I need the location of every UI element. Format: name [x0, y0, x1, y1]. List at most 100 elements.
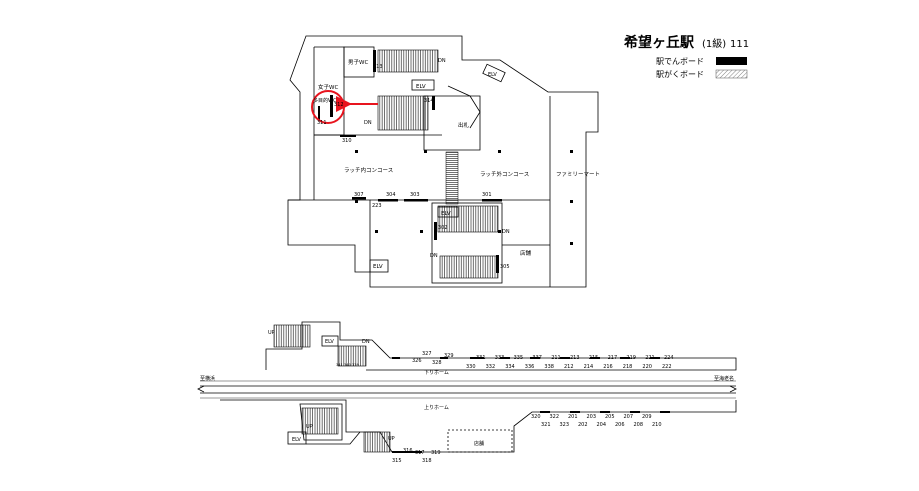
up-num-207: 207 [624, 414, 634, 420]
up-num-320: 320 [531, 414, 541, 420]
num-319: 319 [431, 450, 441, 456]
label-up-3: UP [388, 436, 395, 442]
num-304: 304 [386, 192, 396, 198]
label-dn-4: DN [430, 253, 438, 259]
up-num-205: 205 [605, 414, 615, 420]
station-grade: (1級) [702, 37, 726, 50]
down-num-331: 331 [476, 355, 486, 361]
up-num-201: 201 [568, 414, 578, 420]
upper-labels: 男子WC 女子WC 多目的WC ELV ELV ELV ELV 出札 ラッチ内コ… [313, 58, 600, 270]
num-341-339: 341 340 339 [336, 363, 360, 367]
down-num-221: 221 [645, 355, 655, 361]
num-305: 305 [500, 264, 510, 270]
label-to-yokohama: 至横浜 [200, 375, 215, 382]
label-dn-1: DN [438, 58, 446, 64]
label-shop: 店舗 [520, 249, 532, 257]
num-318: 318 [422, 458, 432, 464]
label-outer-concourse: ラッチ外コンコース [480, 170, 529, 178]
label-mens-wc: 男子WC [348, 59, 368, 66]
platform-section [197, 321, 737, 453]
down-num-219: 219 [626, 355, 636, 361]
num-223: 223 [372, 203, 382, 209]
num-302: 302 [438, 225, 448, 231]
num-329: 329 [444, 353, 454, 359]
label-dn-p: DN [362, 339, 370, 345]
label-dn-3: DN [502, 229, 510, 235]
down-num-214: 214 [584, 364, 594, 370]
num-303: 303 [410, 192, 420, 198]
down-num-336: 336 [525, 364, 535, 370]
up-num-208: 208 [634, 422, 644, 428]
num-316: 316 [403, 448, 413, 454]
up-num-209: 209 [642, 414, 652, 420]
num-311: 311 [317, 120, 327, 126]
label-up-platform: 上りホーム [424, 404, 449, 411]
down-num-338: 338 [544, 364, 554, 370]
legend-den-label: 駅でんボード [656, 57, 704, 66]
up-num-204: 204 [597, 422, 607, 428]
station-title: 希望ヶ丘駅 [624, 34, 695, 51]
label-elv-2: ELV [441, 211, 451, 217]
label-up-2: UP [306, 424, 313, 430]
down-num-218: 218 [623, 364, 633, 370]
label-elv-p2: ELV [292, 437, 301, 443]
down-num-217: 217 [608, 355, 618, 361]
up-num-206: 206 [615, 422, 625, 428]
platform-labels: UP ELV ELV UP UP DN 下りホーム 上りホーム 店舗 至横浜 至… [200, 330, 734, 464]
down-num-224: 224 [664, 355, 674, 361]
label-dn-2: DN [364, 120, 372, 126]
num-307: 307 [354, 192, 364, 198]
label-to-ebina: 至海老名 [714, 375, 734, 382]
down-num-220: 220 [642, 364, 652, 370]
num-327: 327 [422, 351, 432, 357]
num-326: 326 [412, 358, 422, 364]
up-num-321: 321 [541, 422, 551, 428]
num-310: 310 [342, 138, 352, 144]
num-313: 313 [373, 64, 383, 70]
up-num-322: 322 [550, 414, 560, 420]
label-womens-wc: 女子WC [318, 83, 338, 91]
down-num-330: 330 [466, 364, 476, 370]
label-inner-concourse: ラッチ内コンコース [344, 166, 393, 174]
num-312: 312 [334, 102, 344, 108]
label-multi-wc: 多目的WC [313, 97, 337, 104]
num-315: 315 [392, 458, 402, 464]
label-up-1: UP [268, 330, 275, 336]
down-bottom-numbers: 330 332 334 336 338 212 214 216 218 220 222 [466, 364, 672, 370]
legend-gaku-swatch [715, 69, 748, 79]
up-top-numbers: 320 322 201 203 205 207 209 [531, 414, 652, 420]
label-elv-p1: ELV [325, 339, 334, 345]
num-317: 317 [415, 450, 425, 456]
down-num-215: 215 [589, 355, 599, 361]
label-down-platform: 下りホーム [424, 370, 449, 376]
label-elv-3: ELV [373, 264, 383, 270]
up-num-202: 202 [578, 422, 588, 428]
down-num-212: 212 [564, 364, 574, 370]
down-num-335: 335 [514, 355, 524, 361]
legend: 駅でんボード 駅がくボード [656, 57, 748, 79]
station-code: 111 [730, 39, 749, 50]
down-top-numbers: 331 333 335 337 211 213 215 217 219 221 224 [476, 355, 674, 361]
down-num-213: 213 [570, 355, 580, 361]
legend-gaku-label: 駅がくボード [656, 69, 704, 79]
num-314: 314 [424, 98, 434, 104]
title-block: 希望ヶ丘駅 (1級) 111 [624, 34, 749, 51]
down-num-211: 211 [551, 355, 561, 361]
concourse-floor-plan [287, 35, 599, 288]
num-301: 301 [482, 192, 492, 198]
up-num-323: 323 [560, 422, 570, 428]
down-num-333: 333 [495, 355, 505, 361]
up-num-203: 203 [587, 414, 597, 420]
label-elv-1: ELV [416, 84, 426, 90]
legend-den-swatch [716, 57, 747, 65]
down-num-334: 334 [505, 364, 515, 370]
down-num-216: 216 [603, 364, 613, 370]
label-elv-4: ELV [488, 72, 497, 78]
down-num-332: 332 [486, 364, 496, 370]
down-num-337: 337 [532, 355, 542, 361]
down-num-222: 222 [662, 364, 672, 370]
label-familymart: ファミリーマート [556, 171, 600, 178]
label-gate: 出札 [458, 121, 470, 129]
